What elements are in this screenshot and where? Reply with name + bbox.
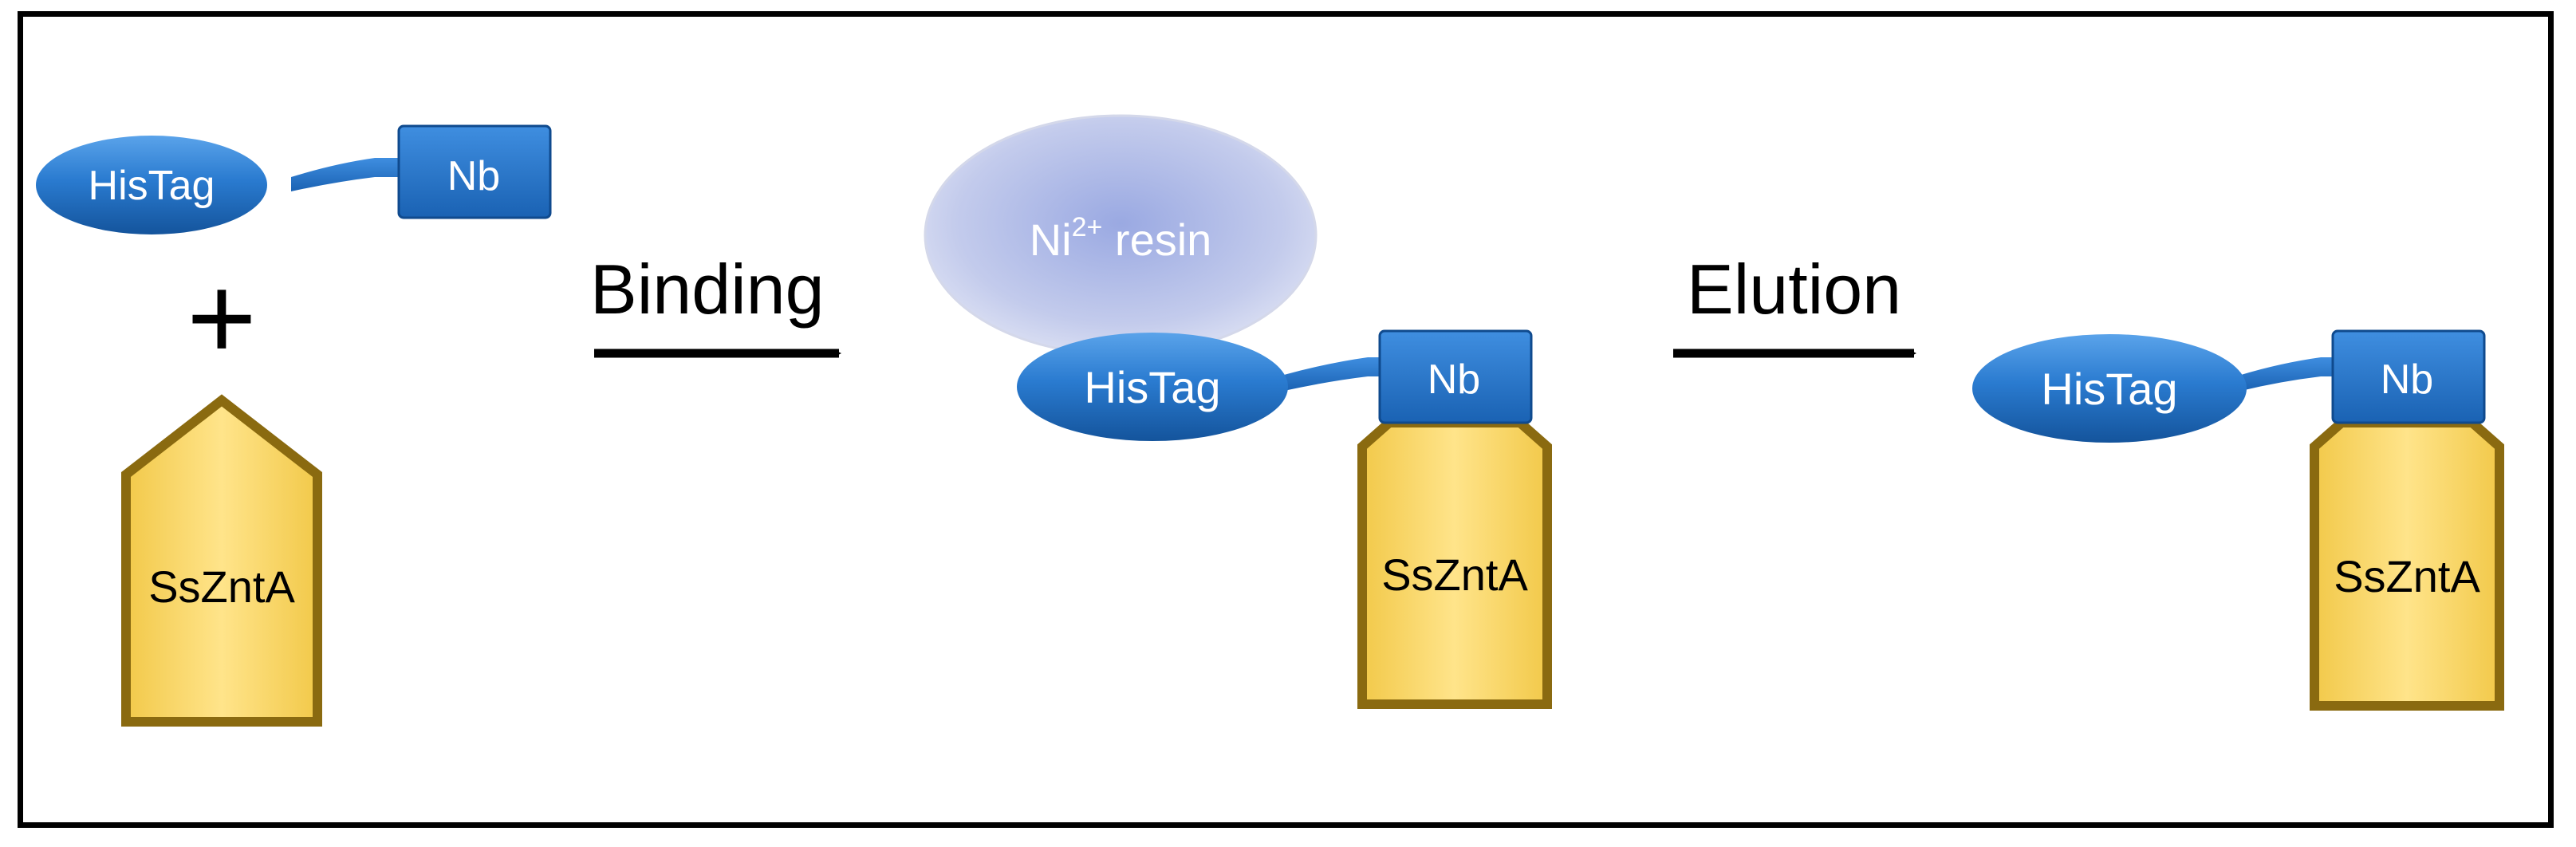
nb-label: Nb — [1428, 357, 1480, 403]
histag-oval — [36, 136, 267, 234]
histag-label: HisTag — [2041, 364, 2177, 414]
nb-box — [1378, 329, 1533, 424]
sszntA-target-eluted: SsZntA — [2310, 418, 2504, 711]
nb-box — [397, 124, 552, 219]
histag-oval — [1972, 334, 2247, 443]
sszntA-target-bound: SsZntA — [1357, 418, 1552, 709]
histag-label: HisTag — [1084, 362, 1220, 412]
binding-label: Binding — [590, 250, 825, 329]
linker — [2241, 357, 2341, 391]
ni-resin: Ni2+ resin — [924, 114, 1318, 357]
elution-step: Elution — [1673, 250, 1916, 358]
figure-frame — [18, 11, 2554, 828]
sszntA-target-free: SsZntA — [121, 394, 322, 727]
elution-label: Elution — [1687, 250, 1901, 329]
nanobody-construct-eluted: HisTag Nb — [1972, 329, 2486, 443]
plus-sign: + — [187, 250, 257, 384]
linker — [291, 158, 399, 191]
resin-label: Ni2+ resin — [1030, 212, 1212, 265]
sszntA-label: SsZntA — [1381, 550, 1528, 600]
nb-label: Nb — [447, 153, 500, 199]
sszntA-label: SsZntA — [2334, 551, 2480, 601]
histag-oval — [1017, 333, 1288, 441]
nb-label: Nb — [2381, 357, 2433, 403]
nb-box — [2331, 329, 2486, 424]
nanobody-construct-bound: HisTag Nb — [1017, 329, 1533, 441]
nanobody-construct-free: HisTag Nb — [36, 124, 552, 234]
binding-step: Binding — [590, 250, 841, 358]
histag-label: HisTag — [89, 163, 215, 209]
sszntA-label: SsZntA — [148, 561, 295, 612]
linker — [1284, 357, 1388, 391]
